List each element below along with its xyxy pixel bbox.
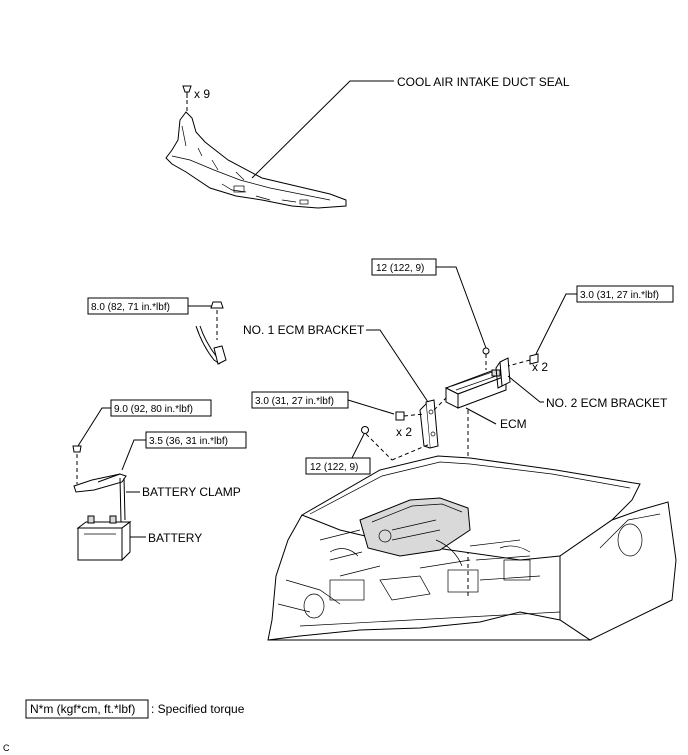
battery (76, 515, 146, 562)
legend-unit-text: N*m (kgf*cm, ft.*lbf) (30, 702, 135, 716)
clamp-bolt-torque-value: 9.0 (92, 80 in.*lbf) (114, 404, 193, 415)
legend-description: : Specified torque (151, 702, 245, 716)
battery-clamp-label: BATTERY CLAMP (142, 485, 241, 499)
no2-ecm-bracket (495, 357, 511, 389)
ecm-unit (444, 369, 508, 409)
battery-terminal-torque-callout: 8.0 (82, 71 in.*lbf) (87, 297, 214, 315)
ecm-link-dashed-line (433, 397, 447, 411)
clamp-nut-torque-value: 3.5 (36, 31 in.*lbf) (149, 436, 228, 447)
battery-clamp (73, 473, 140, 523)
no1-bracket-bolt-torque-value: 3.0 (31, 27 in.*lbf) (255, 396, 334, 407)
seal-clip (182, 85, 192, 112)
ecm-nut-torque-value: 12 (122, 9) (376, 263, 424, 274)
battery-terminal (195, 301, 227, 365)
clamp-nut-torque-callout: 3.5 (36, 31 in.*lbf) (121, 431, 247, 471)
no1-bracket-leader-line (366, 329, 429, 403)
clamp-bolt (72, 445, 82, 484)
no1-ecm-bracket (419, 399, 439, 449)
ecm-nut-torque-callout: 12 (122, 9) (371, 258, 487, 349)
no2-bracket-bolt (507, 353, 539, 367)
cool-air-intake-duct-seal (165, 111, 347, 209)
seal-leader-line (251, 80, 394, 179)
no1-bracket-bolt-torque-callout: 3.0 (31, 27 in.*lbf) (251, 391, 395, 415)
no1-bracket-nut (361, 426, 431, 461)
corner-code: C (3, 743, 10, 753)
battery-label: BATTERY (148, 531, 202, 545)
no1-bracket-nut-torque-value: 12 (122, 9) (310, 462, 358, 473)
ecm-nut (482, 347, 490, 370)
no1-bracket-nut-torque-callout: 12 (122, 9) (305, 433, 371, 475)
torque-legend: N*m (kgf*cm, ft.*lbf) : Specified torque (25, 699, 245, 719)
no2-bracket-bolt-quantity: x 2 (532, 360, 548, 374)
no1-ecm-bracket-label: NO. 1 ECM BRACKET (243, 323, 365, 337)
no1-bracket-bolt (395, 411, 425, 421)
no2-ecm-bracket-label: NO. 2 ECM BRACKET (546, 396, 668, 410)
ecm-label: ECM (500, 417, 527, 431)
seal-clip-quantity: x 9 (194, 87, 210, 101)
no2-bracket-bolt-torque-value: 3.0 (31, 27 in.*lbf) (580, 290, 659, 301)
vehicle-engine-bay (267, 455, 677, 641)
no2-bracket-leader-line (507, 375, 544, 403)
cool-air-seal-label: COOL AIR INTAKE DUCT SEAL (397, 75, 570, 89)
no2-bracket-bolt-torque-callout: 3.0 (31, 27 in.*lbf) (535, 285, 674, 355)
ecm-leader-line (465, 407, 497, 425)
no1-bracket-bolt-quantity: x 2 (396, 425, 412, 439)
battery-terminal-torque-value: 8.0 (82, 71 in.*lbf) (91, 302, 170, 313)
clamp-bolt-torque-callout: 9.0 (92, 80 in.*lbf) (77, 399, 212, 447)
